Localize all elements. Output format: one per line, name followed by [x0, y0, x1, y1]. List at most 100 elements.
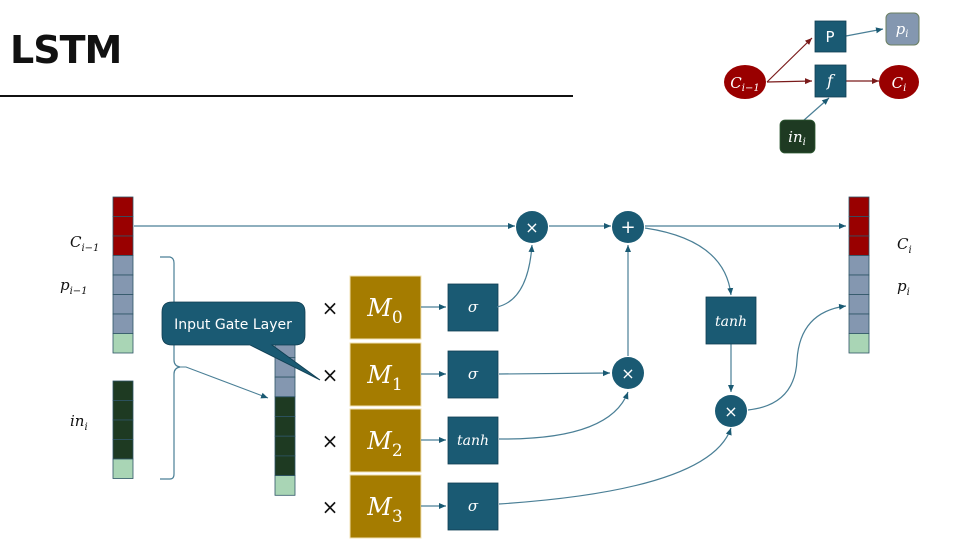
cell-state-element [112, 196, 134, 217]
sigmoid-label: σ [468, 497, 479, 515]
edge-c-to-f [766, 78, 813, 85]
times-icon: × [322, 363, 339, 387]
cell-state-element [848, 196, 870, 217]
overview-f-label: f [826, 71, 836, 90]
cell-state-element [848, 216, 870, 237]
input-x-vector [112, 380, 134, 479]
bias-element [848, 333, 870, 354]
input-element [112, 439, 134, 460]
input-element [112, 380, 134, 401]
activation-box [447, 416, 499, 465]
gate-row-3: × M3 σ [322, 474, 499, 539]
input-element [274, 435, 296, 457]
cell-state-element [112, 235, 134, 256]
overview-f-node [814, 64, 847, 98]
cell-tanh-node: tanh [705, 296, 757, 345]
output-mul-to-p [747, 303, 847, 411]
input-element [274, 416, 296, 437]
output-multiply-node: × [715, 395, 747, 427]
overview-in-node [779, 119, 816, 154]
weight-matrix [349, 275, 422, 340]
overview-pi-label: pi [896, 20, 909, 40]
label-c-out: Ci [897, 235, 912, 256]
label-p-out: pi [897, 277, 910, 298]
label-c-prev: Ci−1 [70, 233, 99, 254]
title-underline [0, 95, 573, 97]
concat-brace [160, 256, 181, 480]
weight-matrix [349, 408, 422, 473]
weight-matrix-label: M3 [366, 493, 402, 527]
label-p-prev: pi−1 [60, 276, 88, 297]
bias-element [112, 333, 134, 354]
bias-element [112, 458, 134, 479]
add-node: + [612, 211, 644, 243]
multiply-icon: × [525, 218, 538, 237]
input-element [112, 419, 134, 440]
slide-title: LSTM [10, 28, 122, 72]
sigmoid-label: σ [468, 298, 479, 316]
gate-row-1: × M1 σ [322, 342, 499, 407]
forget-multiply-node: × [516, 211, 548, 243]
prev-output-element [112, 313, 134, 334]
weight-matrix-label: M1 [366, 361, 402, 395]
gate-row-2: × M2 tanh [322, 408, 499, 473]
prev-output-element [112, 274, 134, 295]
input-element [274, 455, 296, 476]
multiply-icon: × [621, 364, 634, 383]
overview-p-label: P [825, 28, 834, 46]
input-element [112, 400, 134, 421]
times-icon: × [322, 296, 339, 320]
input-multiply-node: × [612, 357, 644, 389]
cell-state-element [112, 216, 134, 237]
callout-text: Input Gate Layer [174, 317, 292, 333]
overview-ci-label: Ci [892, 74, 907, 94]
edge-in-to-f [802, 97, 830, 122]
gate-row-0: × M0 σ [322, 275, 499, 340]
bias-element [274, 475, 296, 496]
overview-pi-node [885, 12, 920, 46]
times-icon: × [322, 429, 339, 453]
prev-output-element [112, 294, 134, 315]
overview-c-prev-node [724, 65, 766, 99]
output-element [848, 294, 870, 315]
gate-matrices: × M0 σ × M1 σ × M2 tanh × M3 σ [322, 275, 499, 539]
overview-in-label: ini [788, 128, 806, 148]
output-vector-stack [848, 196, 870, 354]
weight-matrix-label: M0 [366, 294, 402, 328]
output-element [848, 274, 870, 295]
tanh2-to-input-mul [498, 391, 629, 440]
multiply-icon: × [724, 402, 737, 421]
cell-state-element [848, 235, 870, 256]
times-icon: × [322, 495, 339, 519]
activation-box [447, 482, 499, 531]
sigma0-to-forget-mul [496, 244, 535, 308]
tanh-label: tanh [457, 433, 489, 449]
tanh-label: tanh [715, 314, 747, 330]
prev-output-element [112, 255, 134, 276]
activation-box [447, 350, 499, 399]
output-element [848, 255, 870, 276]
overview-ci-node [879, 65, 919, 99]
weight-matrix-label: M2 [366, 427, 402, 461]
overview-p-node [814, 20, 847, 53]
prev-output-element [274, 376, 296, 398]
overview-c-prev-label: Ci−1 [730, 74, 759, 94]
label-in: ini [70, 412, 88, 433]
input-element [274, 396, 296, 417]
sigma3-to-output-mul [498, 427, 732, 505]
input-vector-stack [112, 196, 134, 354]
activation-box [447, 283, 499, 332]
weight-matrix [349, 342, 422, 407]
concat-arrow [180, 366, 269, 399]
sigma1-to-input-mul [498, 370, 611, 377]
output-element [848, 313, 870, 334]
weight-matrix [349, 474, 422, 539]
add-to-tanh [644, 227, 734, 296]
sigmoid-label: σ [468, 365, 479, 383]
overview-diagram: Ci−1 P pi f Ci ini [724, 12, 920, 154]
edge-p-to-pi [845, 27, 884, 37]
callout-bubble [161, 301, 321, 381]
input-gate-callout: Input Gate Layer [161, 301, 321, 381]
edge-c-to-p [766, 37, 813, 83]
